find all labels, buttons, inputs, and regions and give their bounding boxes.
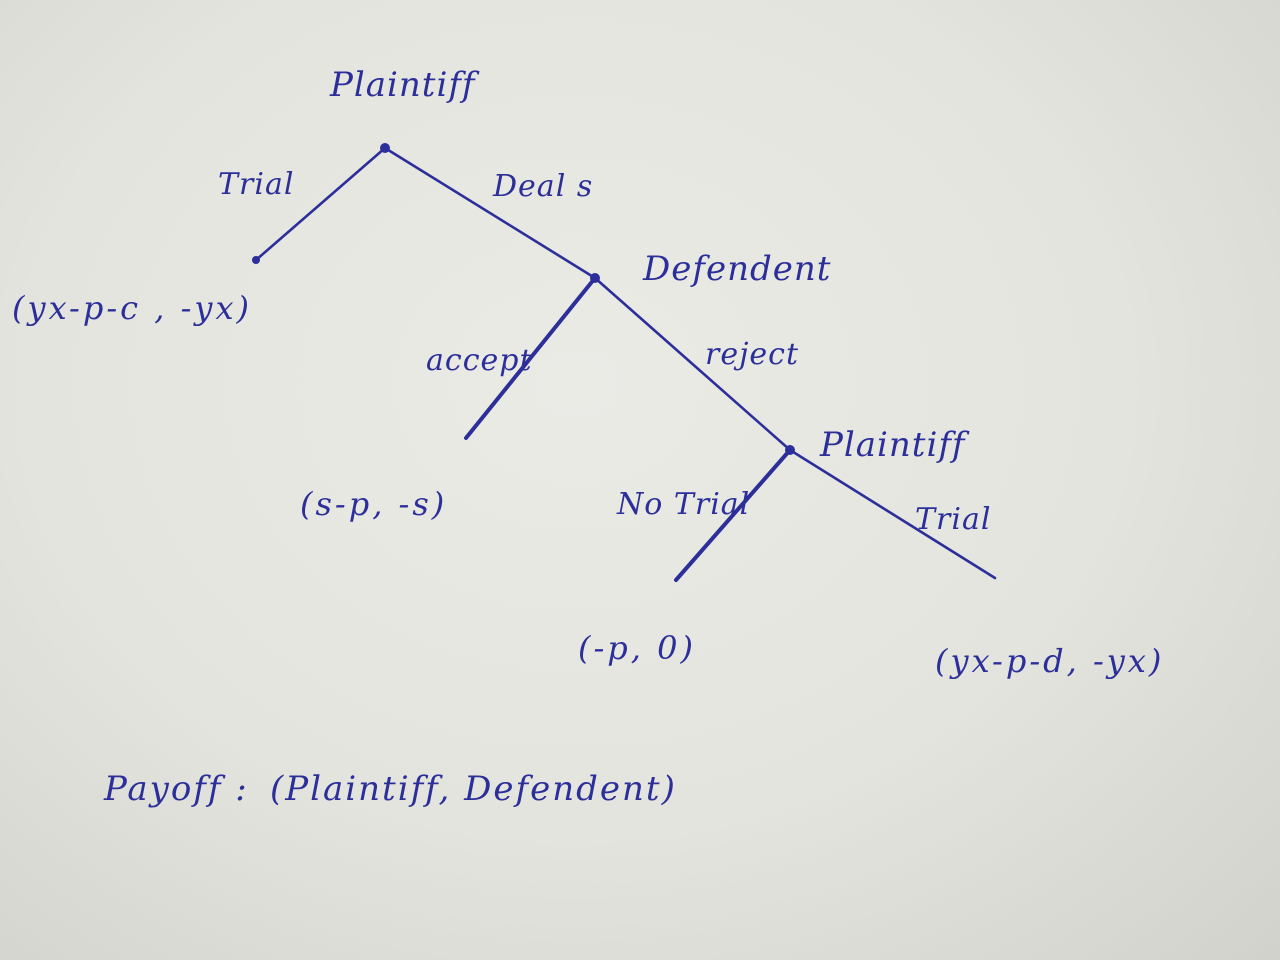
branch-no-trial	[674, 448, 792, 582]
root-node	[380, 143, 390, 153]
root-player-label: Plaintiff	[330, 65, 476, 105]
branch-trial-root	[254, 146, 387, 262]
terminal-trial-root-node	[252, 256, 260, 264]
action-reject-label: reject	[705, 337, 800, 372]
defendant-player-label: Defendent	[643, 249, 832, 289]
branch-reject	[593, 276, 792, 452]
payoff-trial-end: (yx-p-d, -yx)	[935, 642, 1165, 680]
action-deal-label: Deal s	[493, 169, 594, 204]
defendant-node	[590, 273, 600, 283]
action-accept-label: accept	[426, 343, 533, 378]
branch-trial-end	[788, 448, 997, 580]
payoff-legend-value: (Plaintiff, Defendent)	[270, 769, 677, 809]
action-trial-end-label: Trial	[915, 502, 992, 537]
action-no-trial-label: No Trial	[617, 487, 751, 522]
payoff-root-trial: (yx-p-c , -yx)	[12, 289, 253, 327]
payoff-no-trial: (-p, 0)	[578, 629, 696, 667]
branch-accept	[464, 276, 597, 440]
payoff-legend-label: Payoff :	[104, 769, 249, 809]
plaintiff2-player-label: Plaintiff	[820, 425, 966, 465]
action-trial-root-label: Trial	[218, 167, 295, 202]
payoff-accept: (s-p, -s)	[300, 485, 448, 523]
branch-deal	[383, 146, 597, 280]
plaintiff2-node	[785, 445, 795, 455]
